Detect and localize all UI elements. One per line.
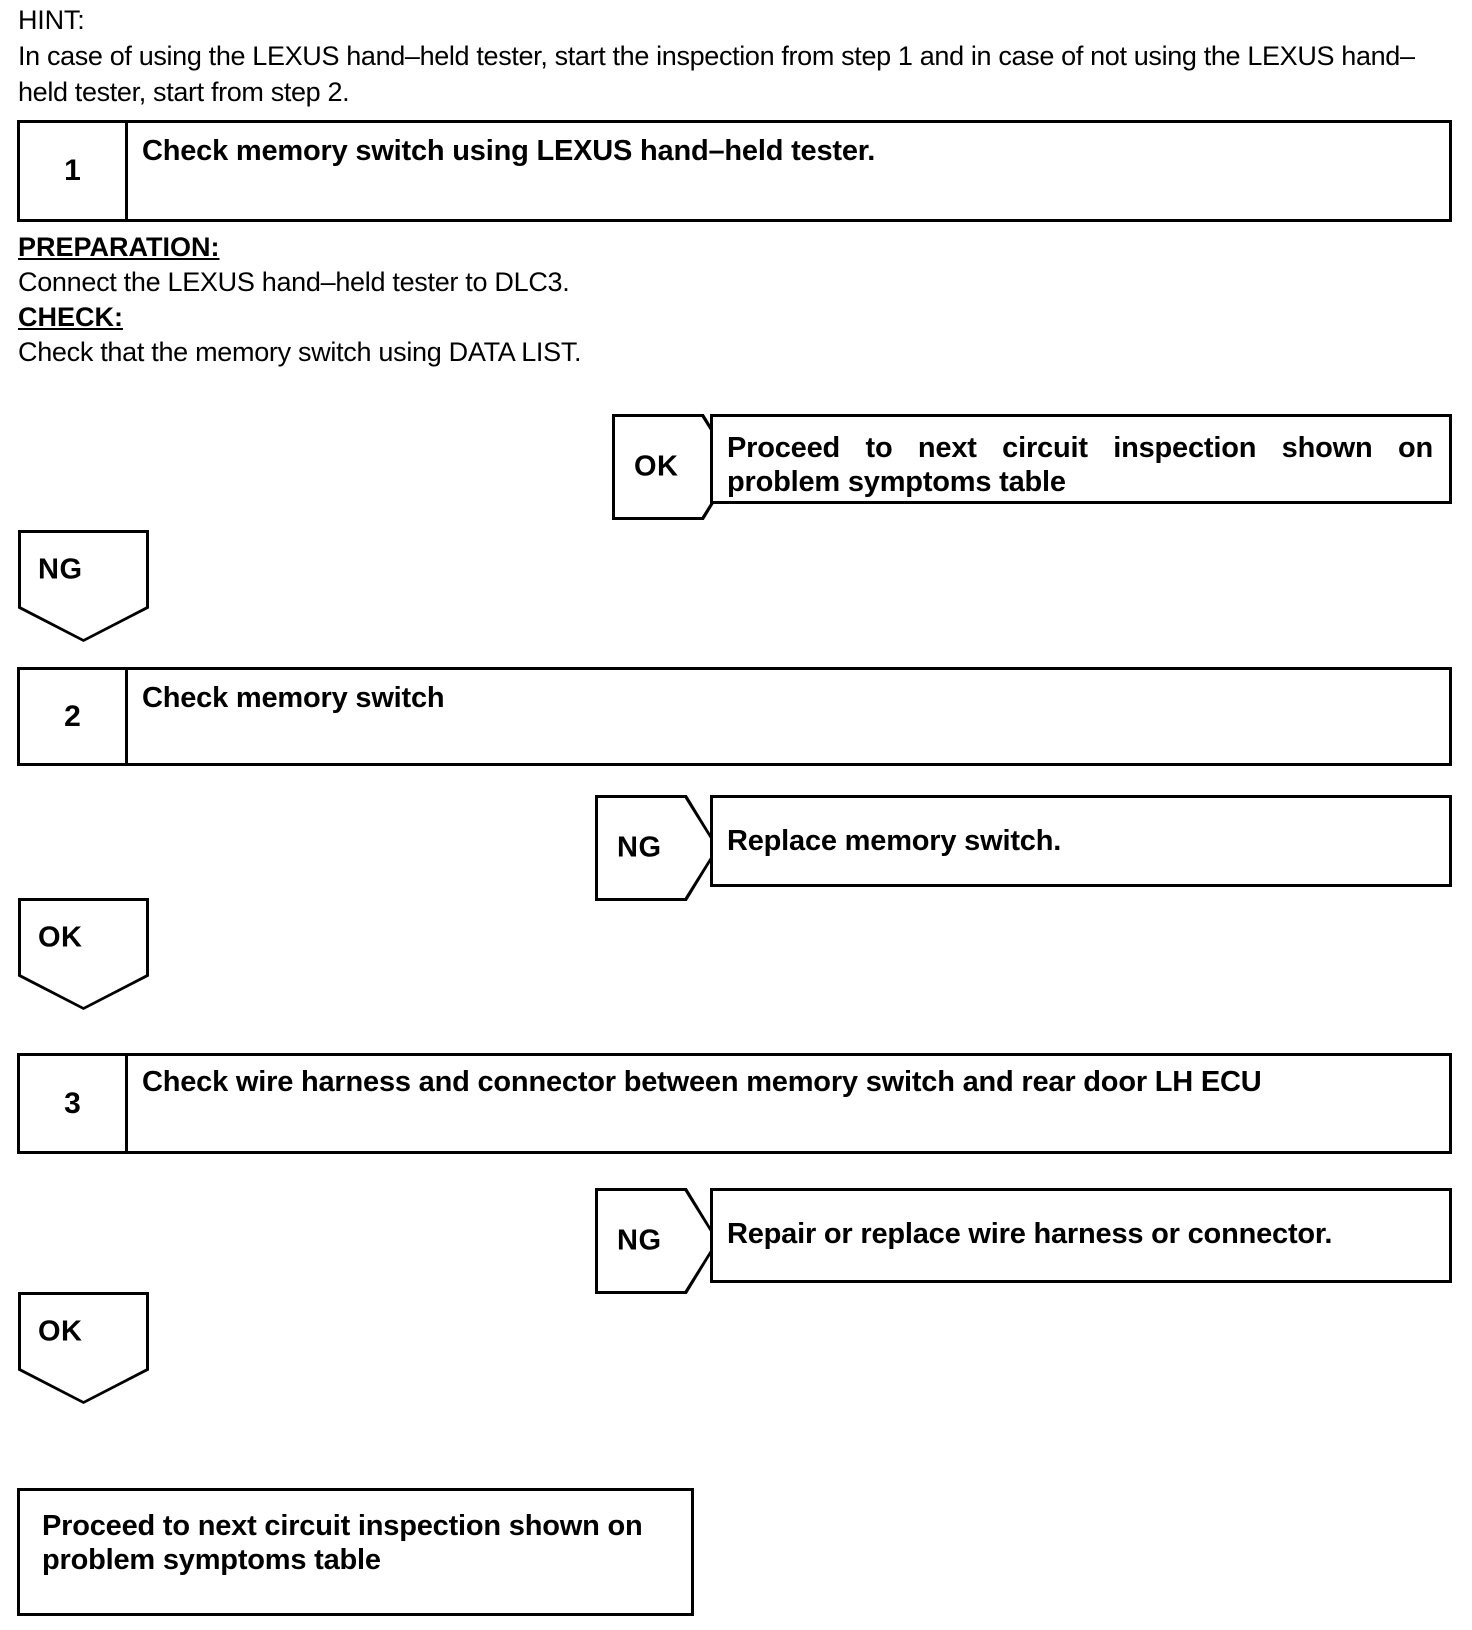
- result-box-2-line1: Replace memory switch.: [727, 825, 1062, 857]
- step-number-2: 2: [20, 670, 128, 763]
- step-title-2: Check memory switch: [142, 682, 445, 714]
- final-result-line1: Proceed to next circuit inspection shown…: [42, 1510, 643, 1542]
- step-box-3[interactable]: 3 Check wire harness and connector betwe…: [17, 1053, 1452, 1154]
- judgement-arrow-ng-3: NG: [595, 1188, 719, 1294]
- preparation-text: Connect the LEXUS hand–held tester to DL…: [18, 267, 570, 297]
- final-result-line2: problem symptoms table: [42, 1544, 381, 1576]
- result-box-3-line1: Repair or replace wire harness or connec…: [727, 1218, 1333, 1250]
- hint-label: HINT:: [18, 5, 85, 35]
- result-box-1[interactable]: Proceed to next circuit inspection shown…: [710, 414, 1452, 504]
- judgement-arrow-ng-down-1: NG: [18, 530, 149, 642]
- result-box-3[interactable]: Repair or replace wire harness or connec…: [710, 1188, 1452, 1283]
- result-box-1-line2: problem symptoms table: [727, 466, 1066, 498]
- preparation-label: PREPARATION:: [18, 232, 220, 262]
- judgement-label-ok-2: OK: [38, 921, 83, 954]
- judgement-label-ng-3: NG: [617, 1224, 662, 1257]
- judgement-arrow-ok-down-3: OK: [18, 1292, 149, 1404]
- judgement-label-ng-2: NG: [617, 831, 662, 864]
- step-1-procedure: PREPARATION: Connect the LEXUS hand–held…: [18, 230, 1018, 370]
- step-number-1: 1: [20, 123, 128, 219]
- judgement-arrow-ng-2: NG: [595, 795, 719, 901]
- step-number-3: 3: [20, 1056, 128, 1151]
- step-box-1[interactable]: 1 Check memory switch using LEXUS hand–h…: [17, 120, 1452, 222]
- step-title-1: Check memory switch using LEXUS hand–hel…: [142, 135, 876, 167]
- result-box-2[interactable]: Replace memory switch.: [710, 795, 1452, 887]
- hint-block: HINT: In case of using the LEXUS hand–he…: [18, 2, 1438, 110]
- check-label: CHECK:: [18, 302, 123, 332]
- result-box-1-line1: Proceed to next circuit inspection shown…: [727, 432, 1433, 464]
- judgement-label-ng-1: NG: [38, 553, 83, 586]
- final-result-box[interactable]: Proceed to next circuit inspection shown…: [17, 1488, 694, 1616]
- step-title-3: Check wire harness and connector between…: [142, 1066, 1262, 1098]
- hint-text: In case of using the LEXUS hand–held tes…: [18, 41, 1415, 107]
- check-text: Check that the memory switch using DATA …: [18, 337, 582, 367]
- judgement-label-ok-3: OK: [38, 1315, 83, 1348]
- step-box-2[interactable]: 2 Check memory switch: [17, 667, 1452, 766]
- judgement-arrow-ok-down-2: OK: [18, 898, 149, 1010]
- judgement-label-ok-1: OK: [634, 450, 679, 483]
